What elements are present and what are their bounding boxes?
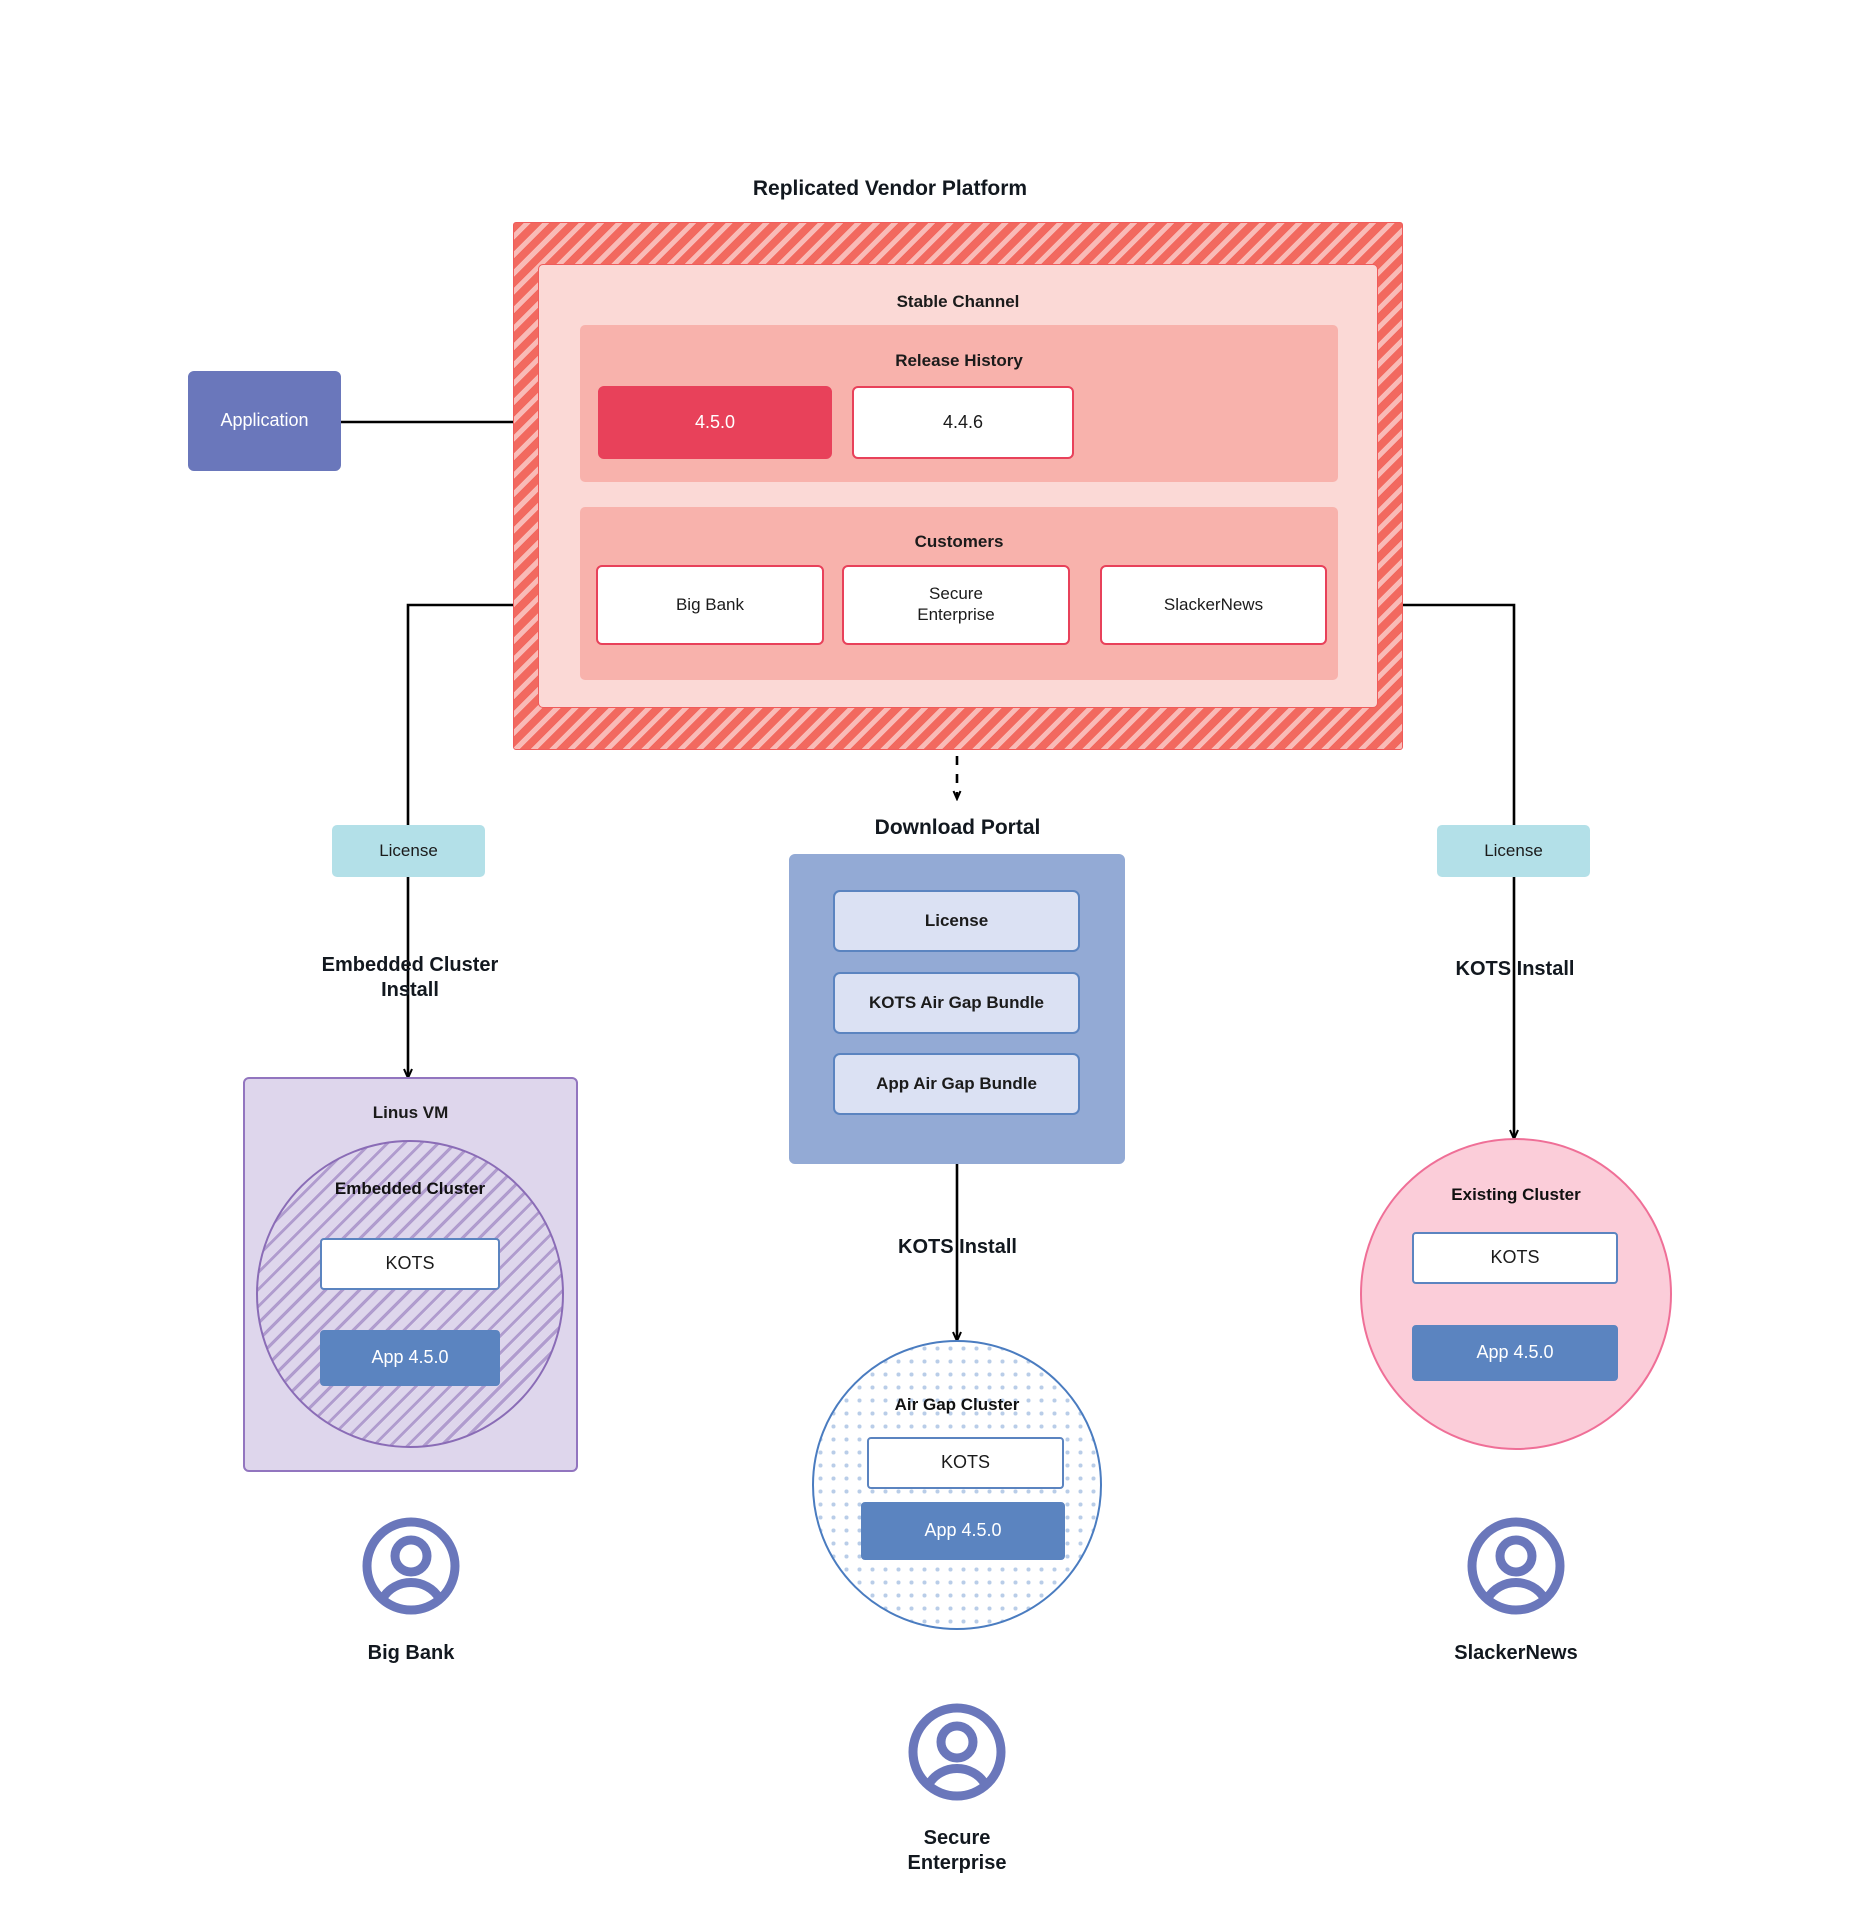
flow-label-kots-install-right: KOTS Install xyxy=(1455,957,1575,980)
customers-title: Customers xyxy=(914,532,1004,552)
existing-kots-box[interactable]: KOTS xyxy=(1412,1232,1618,1284)
stable-channel-title: Stable Channel xyxy=(896,292,1020,312)
embedded-cluster-title: Embedded Cluster xyxy=(334,1179,486,1199)
customer-card-slackernews[interactable]: SlackerNews xyxy=(1100,565,1327,645)
vm-kots-box[interactable]: KOTS xyxy=(320,1238,500,1290)
license-chip-left[interactable]: License xyxy=(332,825,485,877)
user-avatar-icon xyxy=(362,1517,460,1615)
existing-cluster-title: Existing Cluster xyxy=(1451,1185,1581,1205)
air-gap-cluster-title: Air Gap Cluster xyxy=(894,1395,1020,1415)
persona-name-secure-enterprise: Secure Enterprise xyxy=(907,1827,1007,1874)
portal-item-license[interactable]: License xyxy=(833,890,1080,952)
release-card-current[interactable]: 4.5.0 xyxy=(598,386,832,459)
portal-item-app-air-gap-bundle[interactable]: App Air Gap Bundle xyxy=(833,1053,1080,1115)
application-node[interactable]: Application xyxy=(188,371,341,471)
release-history-title: Release History xyxy=(895,351,1023,371)
vm-app-box[interactable]: App 4.5.0 xyxy=(320,1330,500,1386)
download-portal-title: Download Portal xyxy=(874,815,1041,839)
platform-title: Replicated Vendor Platform xyxy=(752,176,1028,200)
flow-label-embedded-cluster-install: Embedded Cluster Install xyxy=(321,954,499,1001)
existing-cluster-circle xyxy=(1360,1138,1672,1450)
persona-name-big-bank: Big Bank xyxy=(367,1641,455,1664)
flow-label-kots-install-center: KOTS Install xyxy=(898,1235,1017,1258)
embedded-cluster-circle xyxy=(256,1140,564,1448)
user-avatar-icon xyxy=(1467,1517,1565,1615)
linux-vm-title: Linus VM xyxy=(372,1103,449,1123)
user-avatar-icon xyxy=(908,1703,1006,1801)
airgap-app-box[interactable]: App 4.5.0 xyxy=(861,1502,1065,1560)
release-card-previous[interactable]: 4.4.6 xyxy=(852,386,1074,459)
persona-name-slackernews: SlackerNews xyxy=(1454,1641,1578,1664)
portal-item-kots-air-gap-bundle[interactable]: KOTS Air Gap Bundle xyxy=(833,972,1080,1034)
customer-card-big-bank[interactable]: Big Bank xyxy=(596,565,824,645)
airgap-kots-box[interactable]: KOTS xyxy=(867,1437,1064,1489)
existing-app-box[interactable]: App 4.5.0 xyxy=(1412,1325,1618,1381)
license-chip-right[interactable]: License xyxy=(1437,825,1590,877)
customer-card-secure-enterprise[interactable]: Secure Enterprise xyxy=(842,565,1070,645)
